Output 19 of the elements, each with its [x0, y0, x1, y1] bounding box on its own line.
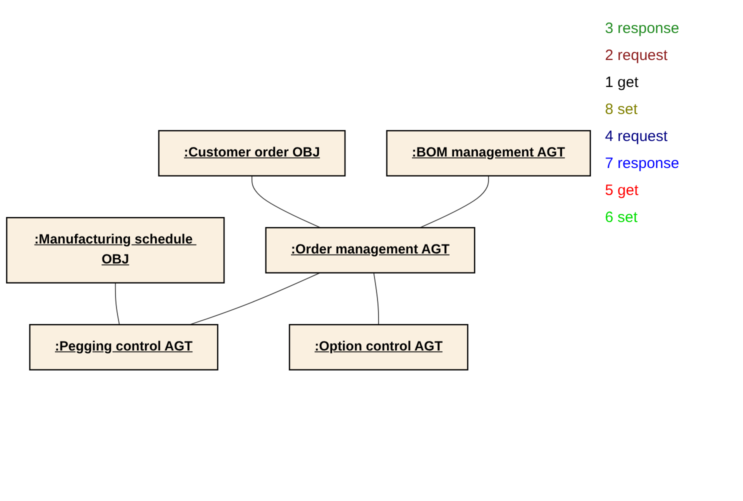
connector [420, 176, 489, 228]
node-box: :BOM management AGT [386, 130, 591, 177]
connector [373, 272, 379, 326]
node-box: :Manufacturing schedule OBJ [6, 217, 225, 284]
node-box: :Option control AGT [288, 324, 468, 371]
connector [189, 272, 320, 326]
message-label: 4 request [605, 128, 669, 145]
message-label: 3 response [605, 20, 680, 37]
message-label: 8 set [605, 101, 639, 118]
node-box: :Order management AGT [265, 227, 476, 274]
message-label: 5 get [605, 182, 640, 199]
connector [114, 282, 120, 326]
connector [251, 176, 321, 228]
message-label: 7 response [605, 155, 680, 172]
message-label: 2 request [605, 47, 669, 64]
message-label: 6 set [605, 209, 639, 226]
message-label: 1 get [605, 74, 640, 91]
node-box: :Customer order OBJ [158, 130, 346, 177]
node-box: :Pegging control AGT [29, 324, 218, 371]
